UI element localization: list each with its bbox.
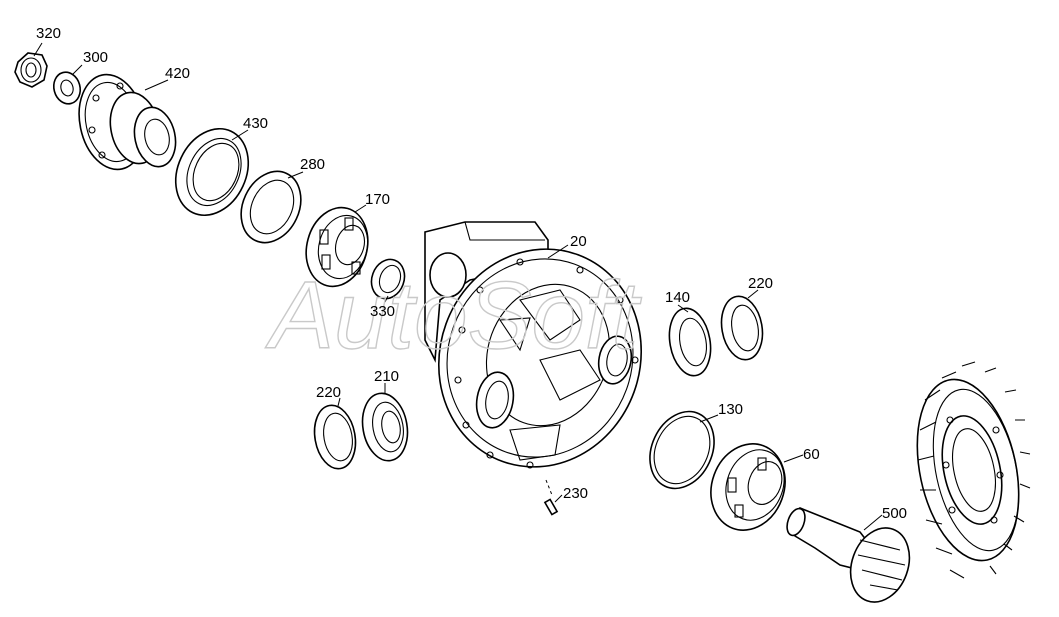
part-bearing-ring[interactable] [230,162,312,253]
part-bearing-right[interactable] [717,293,768,363]
label-230: 230 [563,485,588,502]
label-330: 330 [370,303,395,320]
label-140: 140 [665,289,690,306]
label-280: 280 [300,156,325,173]
part-bearing-140[interactable] [664,305,715,379]
part-shim-ring[interactable] [638,401,726,499]
label-60: 60 [803,446,820,463]
part-small-ring[interactable] [366,255,410,304]
part-seal-ring[interactable] [162,117,262,227]
label-220-right: 220 [748,275,773,292]
label-20: 20 [570,233,587,250]
part-bearing-210[interactable] [357,390,412,465]
part-ring-gear[interactable] [902,361,1034,579]
part-nut[interactable] [14,52,48,88]
part-roller-bearing[interactable] [298,201,377,294]
part-bearing-left[interactable] [310,402,361,472]
part-pin[interactable] [543,479,559,516]
watermark-text: AutoSoft [265,262,642,369]
part-washer[interactable] [50,69,83,107]
part-flange[interactable] [71,68,181,175]
part-pinion-shaft[interactable] [784,506,920,610]
label-300: 300 [83,49,108,66]
callout-labels: 320 300 420 430 280 170 20 330 140 220 2… [36,25,907,522]
leader-lines [33,42,883,531]
label-210: 210 [374,368,399,385]
label-430: 430 [243,115,268,132]
label-320: 320 [36,25,61,42]
label-220-left: 220 [316,384,341,401]
label-500: 500 [882,505,907,522]
part-tapered-bearing[interactable] [699,433,797,540]
label-170: 170 [365,191,390,208]
label-130: 130 [718,401,743,418]
label-420: 420 [165,65,190,82]
part-housing[interactable] [408,220,671,495]
